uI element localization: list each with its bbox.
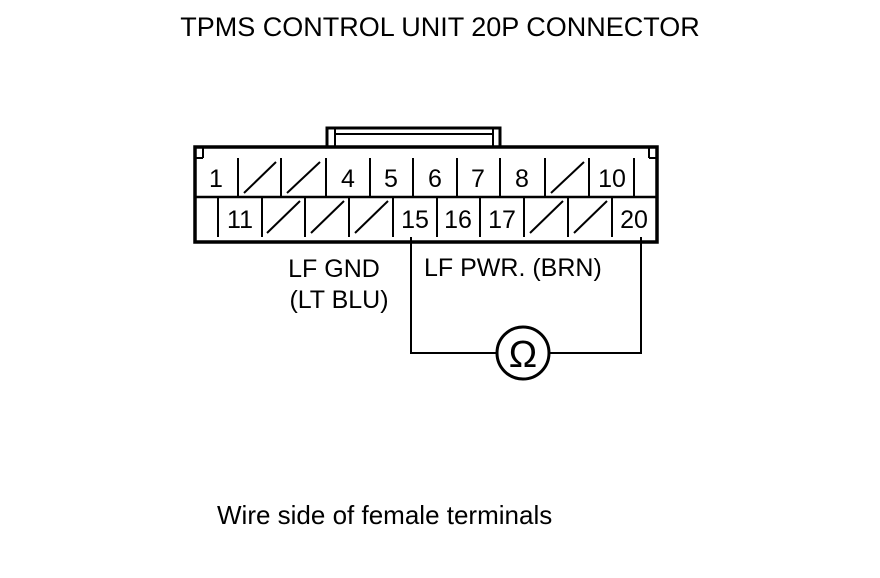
pin-17-label: 17	[488, 206, 516, 234]
empty-cavity-13	[310, 200, 345, 234]
empty-cavity-14	[354, 200, 389, 234]
lf-gnd-wire-color: (LT BLU)	[289, 286, 388, 314]
lf-gnd-label: LF GND	[288, 255, 380, 283]
ohmmeter-icon: Ω	[495, 325, 551, 381]
pin-20-label: 20	[620, 206, 648, 234]
pin-6-label: 6	[428, 165, 442, 193]
test-lead-wires	[410, 237, 642, 354]
connector-top-row	[237, 158, 635, 197]
lf-pwr-label: LF PWR. (BRN)	[424, 254, 602, 282]
connector-body	[193, 126, 659, 244]
empty-cavity-2	[243, 161, 277, 194]
ohm-symbol: Ω	[509, 334, 537, 376]
empty-cavity-12	[266, 200, 301, 234]
pin-4-label: 4	[341, 165, 355, 193]
empty-cavity-9	[550, 161, 585, 194]
connector-bottom-row	[217, 197, 613, 237]
pin-11-label: 11	[227, 206, 253, 234]
pin-8-label: 8	[515, 165, 529, 193]
empty-cavity-3	[286, 161, 321, 194]
pin-15-label: 15	[401, 206, 429, 234]
diagram-caption: Wire side of female terminals	[217, 500, 553, 530]
pin-5-label: 5	[384, 165, 398, 193]
pin-7-label: 7	[471, 165, 485, 193]
pin-10-label: 10	[598, 165, 626, 193]
pin-1-label: 1	[209, 165, 223, 193]
diagram-title: TPMS CONTROL UNIT 20P CONNECTOR	[180, 12, 700, 42]
pin-16-label: 16	[444, 206, 472, 234]
empty-cavity-18	[529, 200, 564, 234]
empty-cavity-19	[573, 200, 608, 234]
